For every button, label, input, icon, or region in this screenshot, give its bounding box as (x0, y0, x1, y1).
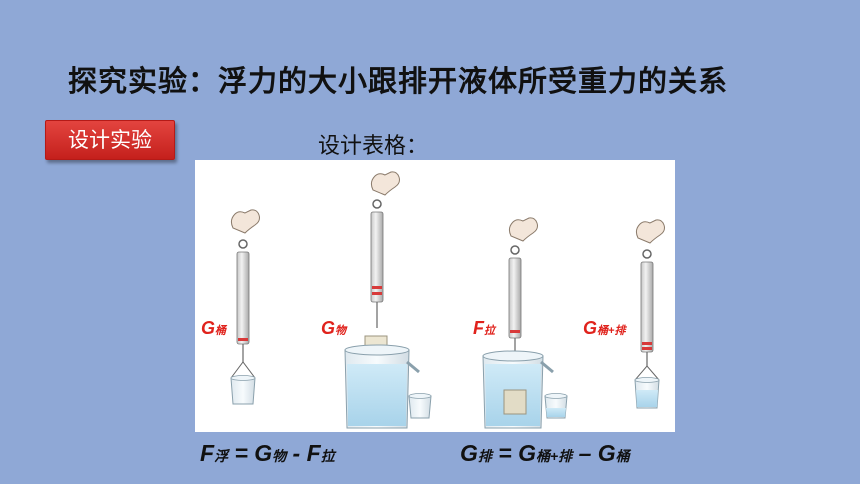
bucket-icon (634, 377, 660, 409)
formula-operator: – (572, 440, 598, 466)
bucket-icon (230, 375, 256, 405)
formula-symbol: G (460, 440, 478, 466)
label-main: G (583, 318, 598, 338)
label-sub: 物 (335, 325, 347, 337)
formula-operator: = (491, 440, 519, 466)
setup-empty-bucket (230, 209, 260, 405)
overflow-cup-icon (344, 344, 420, 429)
spring-scale-icon (236, 251, 250, 345)
label-main: G (201, 318, 216, 338)
slide-title: 探究实验：浮力的大小跟排开液体所受重力的关系 (68, 64, 729, 98)
experiment-figure: G桶 G物 F拉 G桶+排 (195, 160, 675, 432)
design-table-heading: 设计表格： (318, 134, 429, 159)
hand-icon (370, 171, 400, 196)
spring-scale-icon (640, 261, 654, 353)
label-bucket-plus-displaced: G桶+排 (583, 318, 625, 339)
formula-symbol: G (597, 440, 616, 466)
formula-subscript: 桶 (615, 448, 630, 464)
displaced-weight-formula: G排 = G桶+排 – G桶 (460, 440, 630, 467)
label-object-weight: G物 (321, 318, 346, 339)
hand-icon (230, 209, 260, 234)
label-sub: 桶 (215, 325, 227, 337)
label-sub: 拉 (484, 325, 495, 337)
label-main: F (473, 318, 484, 338)
formula-operator: - (286, 440, 307, 466)
hand-icon (508, 217, 538, 242)
bucket-icon (544, 393, 568, 419)
label-main: G (321, 318, 336, 338)
label-bucket-weight: G桶 (201, 318, 226, 339)
weight-block-icon (503, 389, 527, 415)
label-sub: 桶+排 (597, 325, 626, 337)
setup-bucket-with-water (634, 219, 665, 409)
formula-subscript: 物 (272, 448, 287, 464)
formula-subscript: 拉 (320, 448, 335, 464)
setup-object-weight (344, 171, 432, 429)
label-pull-force: F拉 (473, 318, 495, 339)
formula-subscript: 桶+排 (536, 448, 573, 464)
buoyancy-formula: F浮 = G物 - F拉 (200, 440, 335, 467)
experiment-illustration (230, 171, 665, 429)
formula-operator: = (228, 440, 255, 466)
formula-subscript: 排 (477, 448, 492, 464)
spring-scale-icon (370, 211, 384, 303)
hand-icon (635, 219, 665, 244)
formula-symbol: F (306, 440, 321, 466)
formula-symbol: G (254, 440, 273, 466)
spring-scale-icon (508, 257, 522, 339)
formula-symbol: F (200, 440, 215, 466)
setup-immersed-object (482, 217, 568, 429)
formula-symbol: G (518, 440, 536, 466)
bucket-icon (408, 393, 432, 419)
formula-subscript: 浮 (214, 448, 229, 464)
design-experiment-tag: 设计实验 (45, 120, 175, 160)
